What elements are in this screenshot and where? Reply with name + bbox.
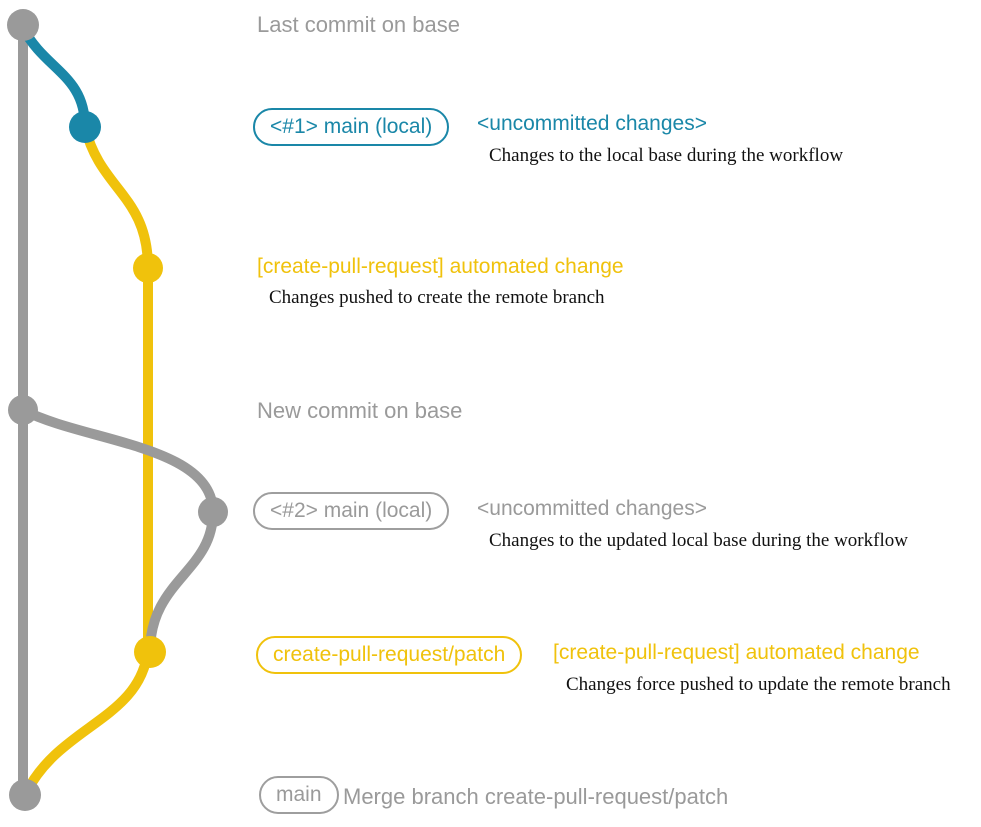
commit-node-last-base — [7, 9, 39, 41]
branch-badge-patch: create-pull-request/patch — [256, 636, 523, 675]
force-push-merge-line — [145, 507, 218, 657]
git-graph — [7, 9, 228, 811]
branch-badge-main: main — [259, 776, 339, 815]
uncommitted-changes-label-2: <uncommitted changes> — [477, 497, 707, 520]
branch-badge-main-local-1: <#1> main (local) — [253, 108, 450, 147]
commit-node-main-local-2 — [198, 497, 228, 527]
automated-change-title-2: [create-pull-request] automated change — [553, 641, 920, 664]
commit-node-automated-2 — [134, 636, 166, 668]
new-commit-label: New commit on base — [257, 398, 463, 423]
commit-node-main-local-1 — [69, 111, 101, 143]
last-commit-label: Last commit on base — [257, 12, 460, 37]
description-force-pushed: Changes force pushed to update the remot… — [566, 674, 951, 695]
branch-badge-main-local-2: <#2> main (local) — [253, 492, 450, 531]
commit-node-new-base — [8, 395, 38, 425]
automated-change-title-1: [create-pull-request] automated change — [257, 255, 624, 278]
description-updated-local-base: Changes to the updated local base during… — [489, 530, 908, 551]
local-changes-branch-line — [18, 23, 90, 132]
description-local-base-changes: Changes to the local base during the wor… — [489, 145, 844, 166]
uncommitted-changes-label-1: <uncommitted changes> — [477, 112, 707, 135]
merge-commit-message: Merge branch create-pull-request/patch — [343, 784, 729, 809]
description-pushed-create: Changes pushed to create the remote bran… — [269, 287, 605, 308]
commit-node-merge — [9, 779, 41, 811]
updated-base-branch-line — [18, 405, 218, 517]
commit-node-automated-1 — [133, 253, 163, 283]
patch-branch-line — [21, 122, 153, 798]
